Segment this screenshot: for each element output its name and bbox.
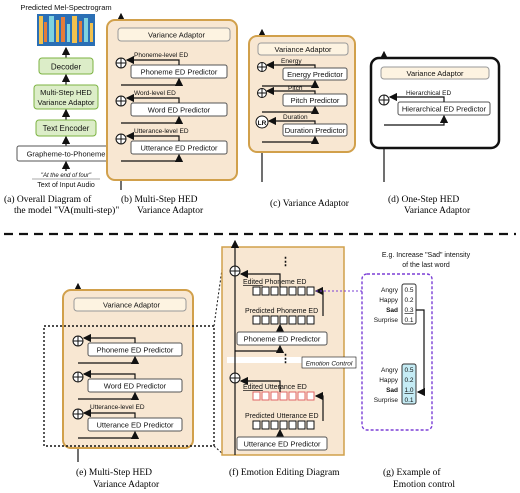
variance-adaptor-label-2: Variance Adaptor <box>38 98 95 107</box>
g-after-angry: 0.5 <box>404 367 413 374</box>
g-emotion-happy-1: Happy <box>379 297 399 304</box>
f-edited-phoneme-cells <box>252 286 315 296</box>
g-emotion-sad-2: Sad <box>386 387 398 394</box>
caption-e-1: (e) Multi-Step HED <box>76 467 152 478</box>
panel-b-title-box <box>117 27 231 42</box>
caption-g-1: (g) Example of <box>383 467 441 478</box>
g-emotion-sad-1: Sad <box>386 307 398 314</box>
f-utterance-predictor-label: Utterance ED Predictor <box>243 440 321 449</box>
caption-a-2: the model "VA(multi-step)" <box>14 205 119 216</box>
c-pitch-predictor-label: Pitch Predictor <box>291 96 340 105</box>
f-edited-utterance-rest: Utterance ED <box>263 384 307 391</box>
d-hed-label: Hierarchical ED <box>406 90 451 97</box>
g-before-angry: 0.5 <box>404 287 413 294</box>
caption-c: (c) Variance Adaptor <box>270 198 350 209</box>
b-word-label: Word-level ED <box>134 90 176 97</box>
caption-d-1: (d) One-Step HED <box>388 194 459 205</box>
g-before-happy: 0.2 <box>404 297 413 304</box>
spectrogram-title: Predicted Mel-Spectrogram <box>20 3 111 12</box>
spectrogram-image <box>37 14 95 46</box>
f-utterance-predictor <box>236 436 328 451</box>
b-phoneme-label: Phoneme-level ED <box>134 52 188 59</box>
g-emotion-angry-1: Angry <box>381 287 399 294</box>
f-phoneme-predictor-label: Phoneme ED Predictor <box>244 335 321 344</box>
c-duration-label: Duration <box>283 114 308 121</box>
g-emotion-angry-2: Angry <box>381 367 399 374</box>
g-after-surprise: 0.1 <box>404 397 413 404</box>
panel-d: Variance Adaptor Hierarchical ED Hierarc… <box>369 50 501 216</box>
c-energy-predictor-label: Energy Predictor <box>287 70 343 79</box>
b-word-predictor-label: Word ED Predictor <box>148 106 211 115</box>
g-before-sad: 0.3 <box>404 307 413 314</box>
panel-c: Variance Adaptor Energy Energy Predictor… <box>248 28 356 209</box>
f-emotion-control-box <box>301 356 357 369</box>
f-predicted-utterance-label: Predicted Utterance ED <box>245 413 319 420</box>
caption-b-1: (b) Multi-Step HED <box>121 194 198 205</box>
panel-e: Variance Adaptor Phoneme ED Predictor Wo… <box>43 254 225 490</box>
f-predicted-phoneme-cells <box>252 315 315 325</box>
g2p-label: Grapheme-to-Phoneme <box>27 150 106 159</box>
e-utterance-label: Utterance-level ED <box>90 404 145 411</box>
panel-e-title: Variance Adaptor <box>103 301 160 310</box>
caption-d-2: Variance Adaptor <box>404 206 471 216</box>
f-emotion-control-label: Emotion Control <box>306 361 353 368</box>
g-emotion-surprise-1: Surprise <box>374 317 399 324</box>
e-phoneme-predictor-label: Phoneme ED Predictor <box>97 346 174 355</box>
f-edited-word-2: Edited <box>243 384 263 391</box>
f-dots-mid: ⋮ <box>280 353 291 365</box>
input-label: Text of Input Audio <box>37 182 95 189</box>
b-utterance-predictor-label: Utterance ED Predictor <box>140 144 218 153</box>
text-encoder-label: Text Encoder <box>43 124 90 133</box>
panel-b: Variance Adaptor Phoneme-level ED Phonem… <box>106 12 238 216</box>
caption-f: (f) Emotion Editing Diagram <box>229 467 340 478</box>
f-dots-top: ⋮ <box>280 256 291 268</box>
panel-b-title: Variance Adaptor <box>148 31 205 40</box>
decoder-label: Decoder <box>51 63 82 72</box>
example-text: "At the end of four" <box>41 173 92 179</box>
panel-b-frame <box>106 19 238 181</box>
g-after-table: Angry Happy Sad Surprise 0.5 0.2 1.0 0.1 <box>374 363 417 405</box>
panel-c-title: Variance Adaptor <box>275 45 332 54</box>
g-emotion-happy-2: Happy <box>379 377 399 384</box>
panel-c-title-box <box>257 42 349 56</box>
g-intro-1: E.g. Increase "Sad" intensity <box>382 252 471 259</box>
e-word-predictor-label: Word ED Predictor <box>104 382 167 391</box>
f-predicted-phoneme-label: Predicted Phoneme ED <box>245 308 318 315</box>
panel-d-title-box <box>380 66 490 80</box>
panel-e-title-box <box>73 297 187 312</box>
g-emotion-surprise-2: Surprise <box>374 397 399 404</box>
panel-f: ⋮ Edited Phoneme ED Predicted Phoneme ED… <box>221 239 357 478</box>
caption-g-2: Emotion control <box>393 480 455 490</box>
f-edited-utterance-cells <box>252 391 315 401</box>
b-phoneme-predictor-label: Phoneme ED Predictor <box>141 68 218 77</box>
caption-a-1: (a) Overall Diagram of <box>4 194 92 205</box>
f-predicted-utterance-cells <box>252 420 315 430</box>
panel-d-title: Variance Adaptor <box>407 69 464 78</box>
c-pitch-label: Pitch <box>288 85 303 92</box>
e-utterance-predictor-label: Utterance ED Predictor <box>96 421 174 430</box>
f-edited-phoneme-label: Edited Phoneme ED <box>243 279 306 286</box>
g-after-sad: 1.0 <box>404 387 413 394</box>
g-after-happy: 0.2 <box>404 377 413 384</box>
g-before-surprise: 0.1 <box>404 317 413 324</box>
g-before-table: Angry Happy Sad Surprise 0.5 0.2 0.3 0.1 <box>374 283 417 325</box>
panel-g: E.g. Increase "Sad" intensity of the las… <box>316 252 471 490</box>
panel-e-frame <box>62 289 194 449</box>
d-hed-predictor-label: Hierarchical ED Predictor <box>402 105 487 114</box>
variance-adaptor-label-1: Multi-Step HED <box>40 88 92 97</box>
caption-b-2: Variance Adaptor <box>137 206 204 216</box>
c-lr-label: LR <box>258 120 267 127</box>
panel-a: Predicted Mel-Spectrogram Decoder Multi-… <box>4 3 119 216</box>
f-edited-word-1: Edited <box>243 279 263 286</box>
f-edited-phoneme-rest: Phoneme ED <box>263 279 307 286</box>
c-energy-label: Energy <box>281 58 302 65</box>
caption-e-2: Variance Adaptor <box>93 480 160 490</box>
g-intro-2: of the last word <box>402 262 450 269</box>
b-utterance-label: Utterance-level ED <box>134 128 189 135</box>
f-edited-utterance-label: Edited Utterance ED <box>243 384 307 391</box>
e-zoom-region <box>43 325 215 447</box>
c-duration-predictor-label: Duration Predictor <box>285 126 346 135</box>
